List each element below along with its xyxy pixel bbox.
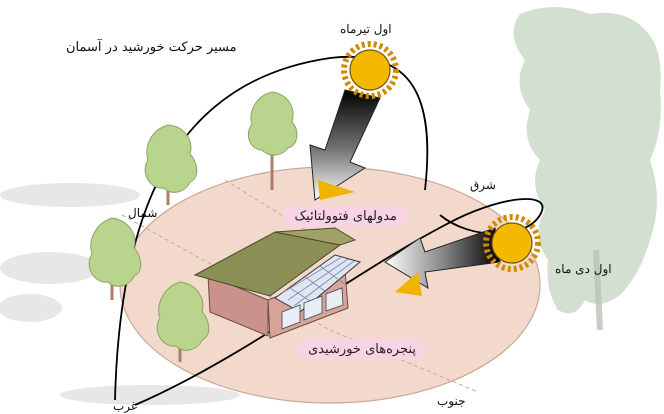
solar-panel (274, 254, 362, 313)
sun-path-label: مسیر حرکت خورشید در آسمان (66, 40, 237, 55)
summer-sun-beam (309, 89, 381, 201)
summer-solstice-label: اول تیرماه (340, 22, 392, 36)
winter-solstice-label: اول دی ماه (555, 262, 612, 276)
winter-sun-beam (384, 227, 501, 290)
pv-modules-callout: مدولهای فتوولتائیک (282, 206, 409, 227)
winter-ray-tip (395, 272, 422, 296)
west-label: غرب (113, 399, 138, 413)
tree-1 (247, 91, 298, 190)
south-label: جنوب (437, 394, 466, 408)
solar-panel-grid (281, 256, 355, 307)
east-label: شرق (470, 178, 496, 192)
solar-windows-callout: پنجره‌های خورشیدی (296, 339, 428, 360)
summer-ray-tip (318, 180, 355, 200)
background-tree-right (513, 7, 661, 314)
background-tree-right-trunk (593, 249, 603, 331)
tree-2 (144, 124, 198, 205)
solar-windows (281, 287, 344, 330)
background-shrubs-left (0, 183, 240, 405)
winter-sun-icon (483, 214, 541, 272)
summer-sun-icon (341, 41, 399, 99)
tree-4 (156, 281, 210, 362)
north-label: شمال (128, 206, 158, 220)
tree-3 (88, 217, 142, 300)
